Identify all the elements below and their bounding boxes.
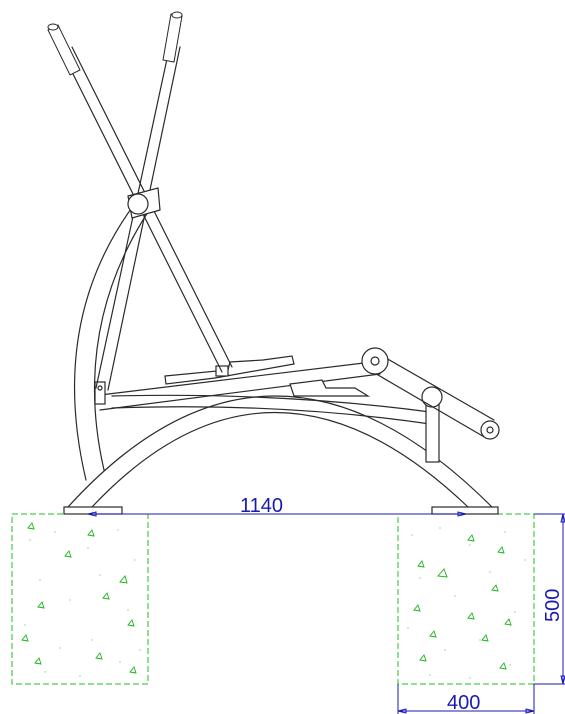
rear-link-end-pin <box>486 426 494 434</box>
handle-grip-a <box>47 24 81 76</box>
handle-grip-b-cap <box>171 11 183 19</box>
handle-grip-b <box>162 13 183 63</box>
dimension-depth-label: 500 <box>542 589 564 622</box>
handle-grip-a-cap <box>47 23 59 31</box>
handle-arm-b-edge2 <box>107 46 181 391</box>
rear-link-end-pivot <box>480 420 500 440</box>
frame <box>63 201 500 515</box>
pivot-hub <box>127 193 149 215</box>
crank-link-upper <box>99 361 373 396</box>
lower-rail-top <box>111 394 431 413</box>
rear-foot-pedal <box>289 379 371 397</box>
front-curve-inner <box>93 211 149 471</box>
dimension-width: 1140 <box>87 495 467 517</box>
rear-bracket <box>94 381 106 405</box>
crank-link-lower <box>99 373 381 411</box>
lower-rail-bottom <box>111 406 431 425</box>
dimension-width-label: 1140 <box>240 495 283 517</box>
front-foot-pedal <box>164 355 295 385</box>
rear-bracket-pin <box>97 385 103 391</box>
main-arch-inner <box>91 411 469 508</box>
dimension-foundation-width: 400 <box>397 684 535 714</box>
dimension-depth: 500 <box>534 513 565 685</box>
crank-disc-pin <box>370 356 380 366</box>
right-base-plate <box>431 506 499 515</box>
left-foundation <box>11 513 149 685</box>
rear-link-arm-bottom <box>365 367 487 439</box>
rear-post-pivot <box>421 386 443 408</box>
rear-link-arm-top <box>371 349 495 421</box>
handle-arms <box>47 11 233 391</box>
dimension-foundation-width-label: 400 <box>447 692 480 714</box>
right-foundation <box>397 513 535 685</box>
right-foundation-texture <box>407 527 526 679</box>
left-foundation-texture <box>21 522 141 677</box>
front-curve-outer <box>74 201 137 481</box>
crank-disc <box>361 347 389 375</box>
